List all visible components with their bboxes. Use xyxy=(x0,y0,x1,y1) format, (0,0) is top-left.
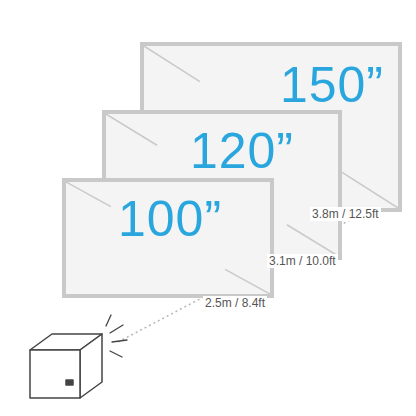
distance-label: 3.8m / 12.5ft xyxy=(310,207,381,221)
screen-size: 120” xyxy=(190,126,294,176)
distance-label: 3.1m / 10.0ft xyxy=(267,254,338,268)
distance-label: 2.5m / 8.4ft xyxy=(203,296,267,310)
light-rays xyxy=(106,315,127,357)
screen-box: 100” xyxy=(62,178,274,298)
projector-body xyxy=(30,334,102,398)
screen-size: 150” xyxy=(280,60,384,110)
screen-size: 100” xyxy=(118,194,222,244)
